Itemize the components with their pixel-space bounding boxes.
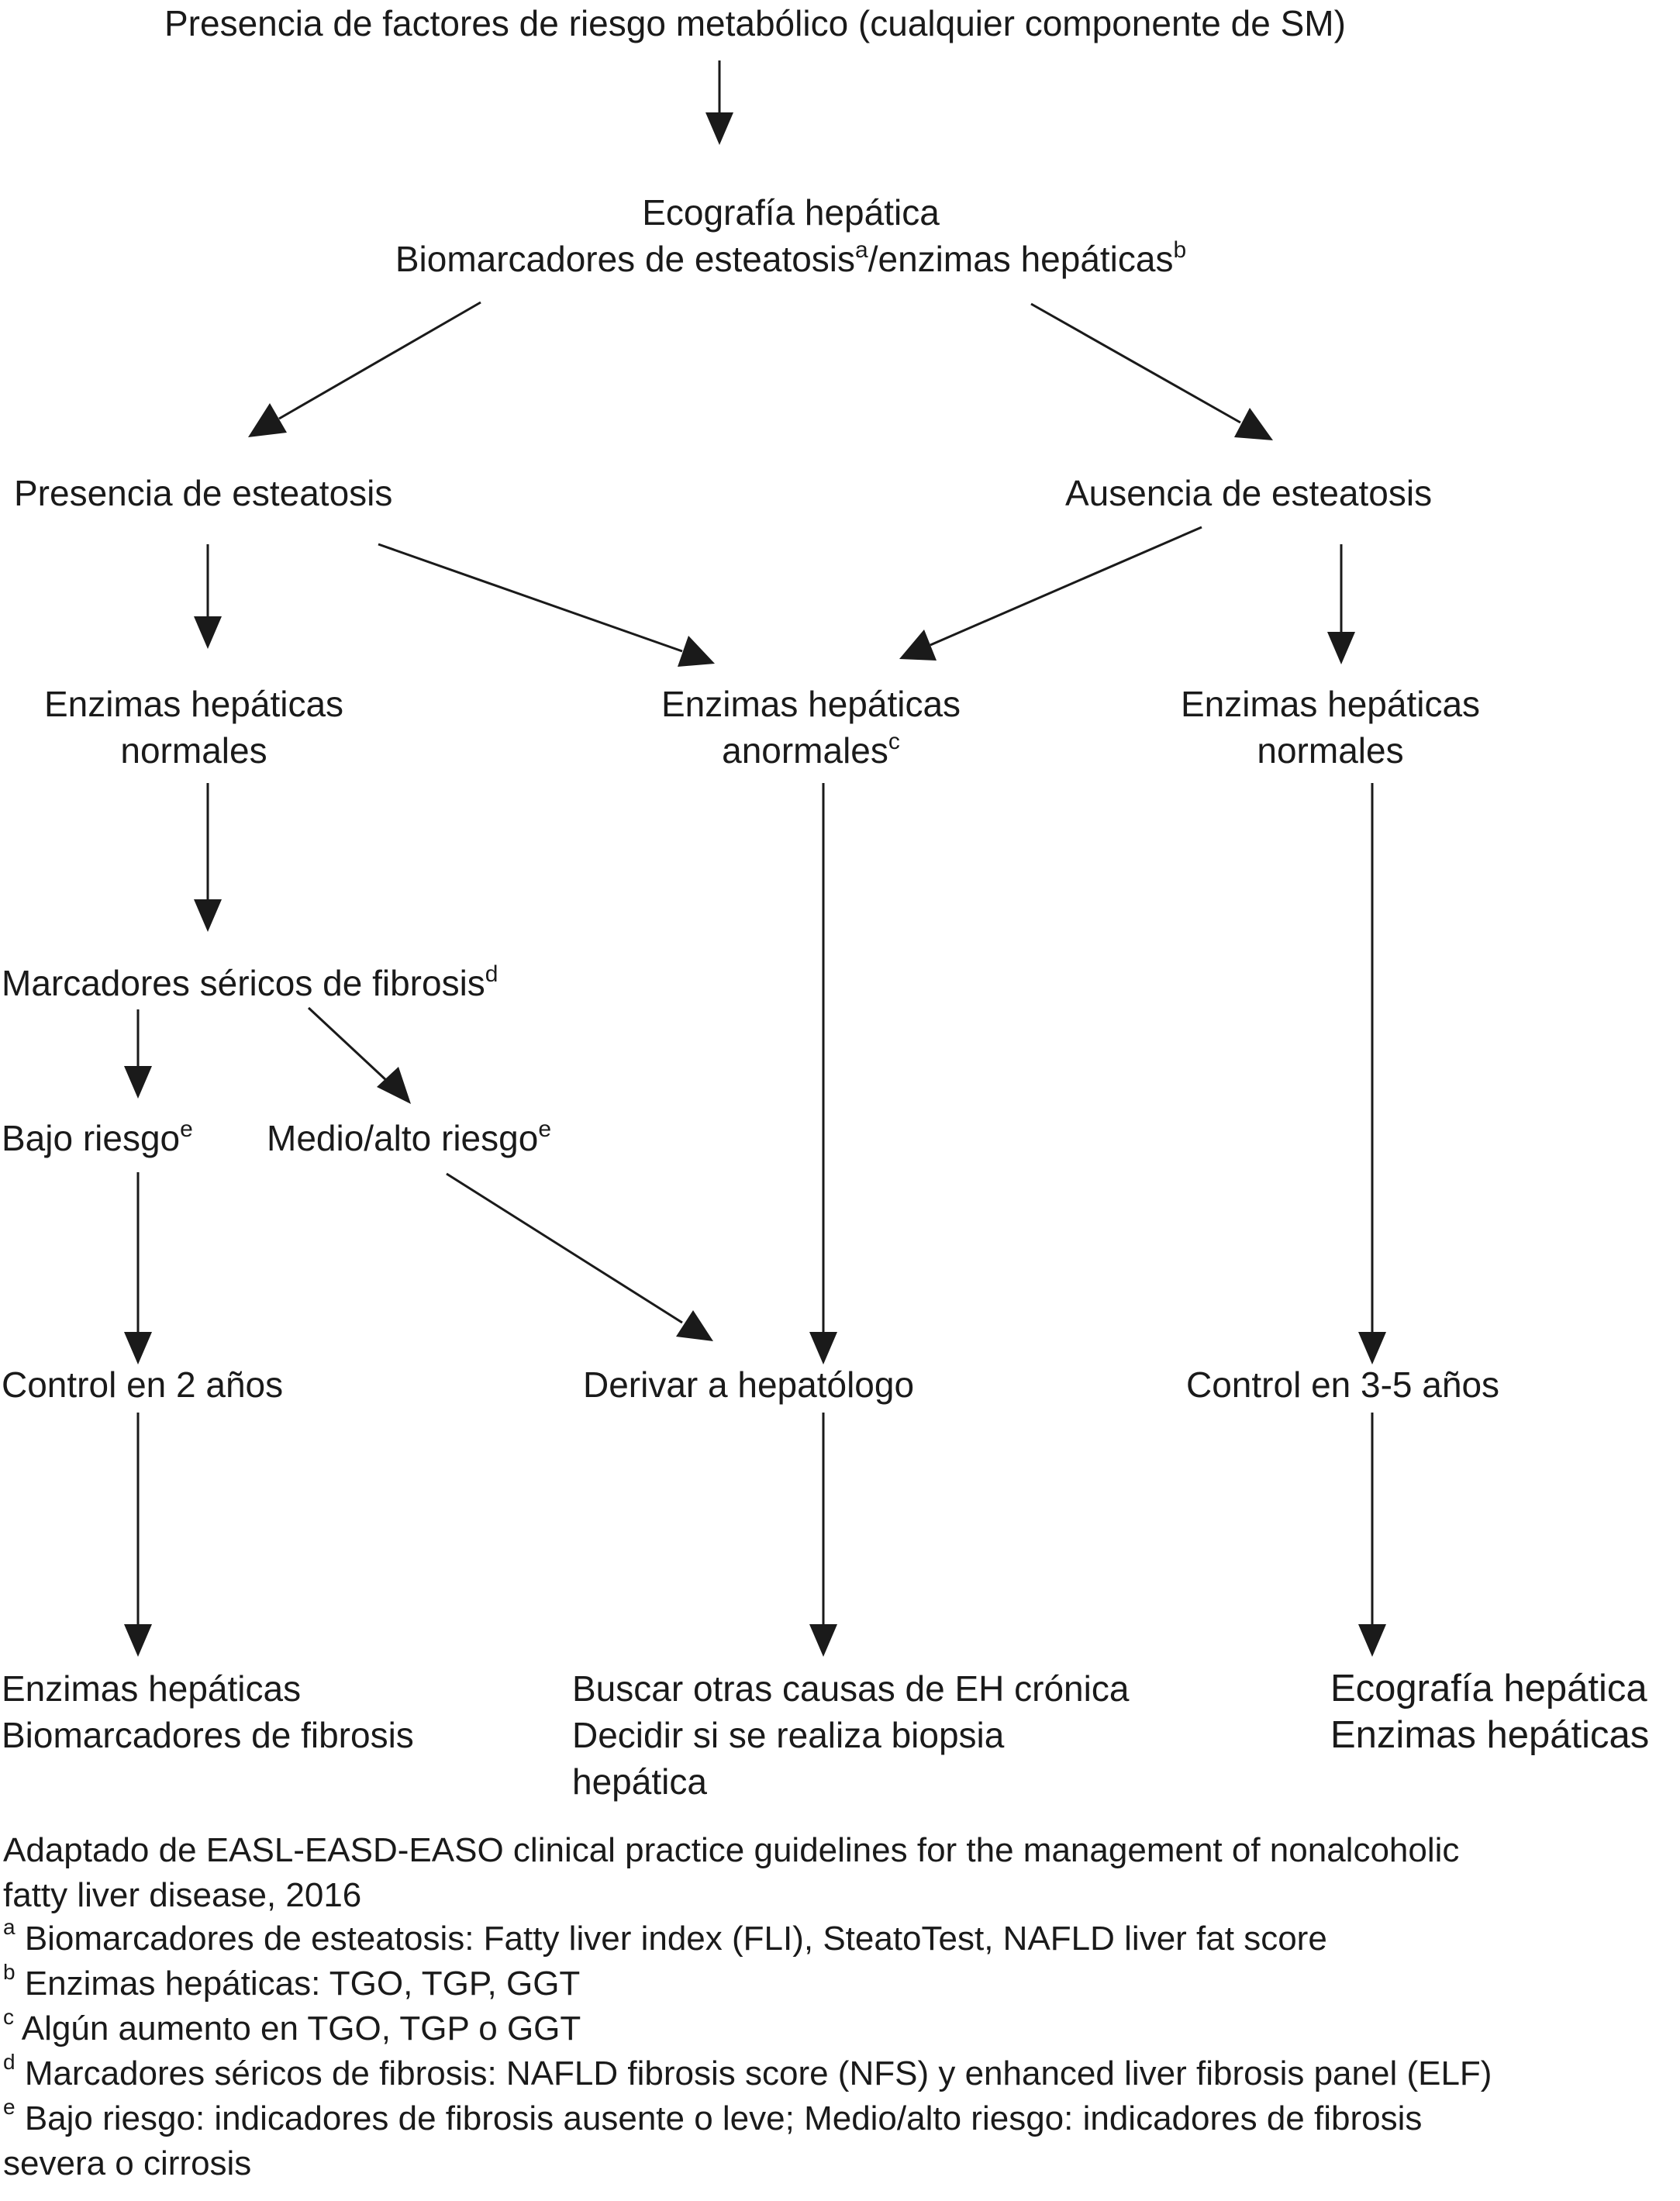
arrow-marcadores-to-medio [307, 1006, 389, 1083]
footnote-e: e Bajo riesgo: indicadores de fibrosis a… [3, 2095, 1423, 2183]
node-final-left: Enzimas hepáticas Biomarcadores de fibro… [2, 1668, 414, 1755]
node-final-right: Ecografía hepática Enzimas hepáticas [1330, 1668, 1650, 1756]
node-control-35: Control en 3-5 años [1186, 1364, 1500, 1405]
node-enzimas-anormales: Enzimas hepáticas anormalesc [661, 684, 961, 771]
footnote-source: Adaptado de EASL-EASD-EASO clinical prac… [3, 1831, 1460, 1914]
arrow-presencia-to-anormales [378, 543, 683, 653]
node-enzimas-normales-right: Enzimas hepáticas normales [1180, 684, 1481, 771]
node-marcadores-fibrosis: Marcadores séricos de fibrosisd [2, 961, 498, 1004]
node-ecografia: Ecografía hepática Biomarcadores de este… [364, 189, 1217, 282]
node-start: Presencia de factores de riesgo metabóli… [164, 3, 1346, 43]
eco-line-1: Ecografía hepática [642, 192, 940, 233]
arrowhead [705, 112, 733, 145]
node-final-mid: Buscar otras causas de EH crónica Decidi… [572, 1668, 1130, 1802]
arrow-eco-to-ausencia [1030, 302, 1241, 424]
node-ausencia-esteatosis: Ausencia de esteatosis [1065, 473, 1433, 513]
node-bajo-riesgo: Bajo riesgoe [2, 1116, 193, 1159]
node-derivar: Derivar a hepatólogo [583, 1364, 915, 1405]
arrow-ausencia-to-anormales [930, 526, 1202, 647]
node-presencia-esteatosis: Presencia de esteatosis [14, 473, 393, 513]
node-medio-alto-riesgo: Medio/alto riesgoe [267, 1116, 551, 1159]
footnote-b: b Enzimas hepáticas: TGO, TGP, GGT [3, 1960, 581, 2003]
node-control-2: Control en 2 años [2, 1364, 284, 1405]
footnote-d: d Marcadores séricos de fibrosis: NAFLD … [3, 2050, 1492, 2093]
node-enzimas-normales-left: Enzimas hepáticas normales [43, 684, 344, 771]
footnote-a: a Biomarcadores de esteatosis: Fatty liv… [3, 1915, 1327, 1958]
footnote-c: c Algún aumento en TGO, TGP o GGT [3, 2005, 581, 2048]
eco-line-2: Biomarcadores de esteatosisa/enzimas hep… [395, 237, 1187, 280]
arrow-medio-to-derivar [446, 1172, 683, 1324]
arrow-eco-to-presencia [278, 301, 481, 420]
